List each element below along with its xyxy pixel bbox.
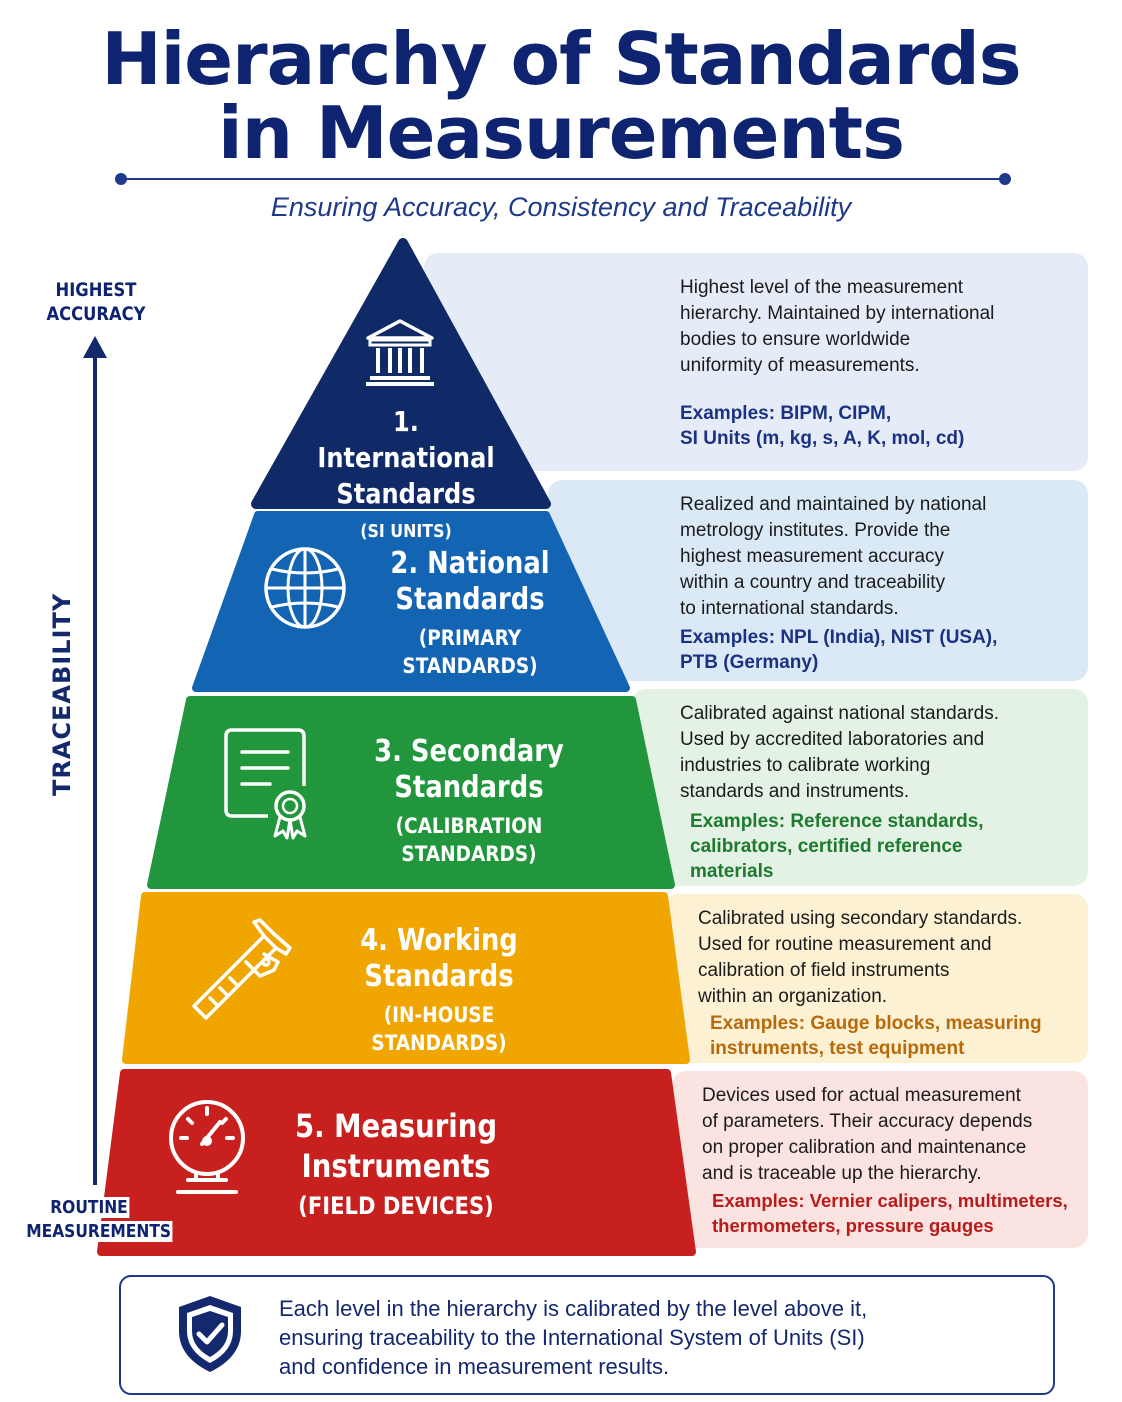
tier-1-example-line: Examples: BIPM, CIPM,: [680, 403, 892, 424]
tier-5-desc-line: on proper calibration and maintenance: [702, 1137, 1027, 1158]
tier-3-example-line: Examples: Reference standards,: [690, 811, 984, 832]
tier-2-desc-line: highest measurement accuracy: [680, 546, 945, 567]
panel-working: [664, 894, 1088, 1063]
tier-4-sub: (IN-HOUSE STANDARDS): [371, 1003, 507, 1055]
tier-2-name-line-1: 2. National: [390, 546, 550, 581]
tier-4-desc-line: within an organization.: [698, 986, 888, 1007]
gauge-icon: [169, 1100, 245, 1194]
tier-3-desc-line: industries to calibrate working: [680, 755, 931, 776]
panel-secondary: [632, 689, 1088, 886]
tier-5-shape: [97, 1069, 696, 1256]
tier-1-name-line-2: Standards: [336, 477, 476, 510]
panel-instruments: [672, 1071, 1088, 1248]
page-title: Hierarchy of Standards in Measurements: [0, 22, 1122, 170]
tier-4-desc-line: calibration of field instruments: [698, 960, 950, 981]
tier-4-example-line: Examples: Gauge blocks, measuring: [710, 1013, 1042, 1034]
tier-4-name-line-2: Standards: [364, 959, 514, 994]
tier-1-desc-line: bodies to ensure worldwide: [680, 329, 911, 350]
tier-3-name-line-1: 3. Secondary: [374, 734, 564, 769]
tier-1-desc-line: Highest level of the measurement: [680, 277, 964, 298]
tier-5-desc-line: Devices used for actual measurement: [702, 1085, 1021, 1106]
tier-1-desc-line: hierarchy. Maintained by international: [680, 303, 995, 324]
axis-top-label-line-2: ACCURACY: [46, 303, 146, 325]
tier-4-examples: Examples: Gauge blocks, measuring instru…: [710, 1011, 1042, 1061]
tier-2-example-line: PTB (Germany): [680, 652, 819, 673]
tier-1-sub: (SI UNITS): [360, 521, 452, 542]
tier-4-name-line-1: 4. Working: [360, 923, 518, 958]
divider-dot-right: [999, 173, 1011, 185]
tier-3-description: Calibrated against national standards. U…: [680, 701, 999, 805]
tier-1-shape: [251, 238, 551, 509]
tier-5-description: Devices used for actual measurement of p…: [702, 1083, 1032, 1187]
title-divider: [121, 178, 1005, 180]
axis-top-label-line-1: HIGHEST: [55, 279, 137, 301]
tier-1-example-line: SI Units (m, kg, s, A, K, mol, cd): [680, 428, 965, 449]
panel-international: [424, 253, 1088, 471]
tier-5-example-line: thermometers, pressure gauges: [712, 1215, 994, 1236]
tier-5-name-line-2: Instruments: [301, 1147, 491, 1185]
footer-line: and confidence in measurement results.: [279, 1354, 670, 1379]
tier-3-name-line-2: Standards: [394, 770, 544, 805]
tier-2-desc-line: to international standards.: [680, 598, 899, 619]
footer-line: ensuring traceability to the Internation…: [279, 1325, 865, 1350]
tier-5-sub: (FIELD DEVICES): [298, 1192, 494, 1220]
tier-3-sub: (CALIBRATION STANDARDS): [395, 814, 543, 866]
footer-note: Each level in the hierarchy is calibrate…: [119, 1275, 1055, 1395]
tier-1-desc-line: uniformity of measurements.: [680, 355, 920, 376]
tier-3-desc-line: standards and instruments.: [680, 781, 910, 802]
certificate-icon: [224, 728, 307, 840]
tier-5-examples: Examples: Vernier calipers, multimeters,…: [712, 1188, 1068, 1238]
title-line-2: in Measurements: [218, 91, 905, 175]
tier-2-description: Realized and maintained by national metr…: [680, 492, 986, 622]
axis-top-label: HIGHEST ACCURACY: [44, 278, 147, 326]
institution-icon: [366, 319, 434, 386]
globe-icon: [264, 547, 346, 629]
caliper-icon: [192, 918, 292, 1020]
shield-check-icon: [179, 1296, 241, 1372]
axis-bottom-label-line-1: ROUTINE: [48, 1197, 130, 1218]
tier-1-label: 1. International Standards (SI UNITS): [286, 404, 526, 546]
tier-1-examples: Examples: BIPM, CIPM, SI Units (m, kg, s…: [680, 401, 964, 451]
tier-2-desc-line: within a country and traceability: [680, 572, 946, 593]
tier-4-example-line: instruments, test equipment: [710, 1038, 965, 1059]
tier-2-name-line-2: Standards: [395, 582, 545, 617]
axis-bottom-label-line-2: MEASUREMENTS: [24, 1221, 173, 1242]
tier-4-label: 4. Working Standards (IN-HOUSE STANDARDS…: [306, 923, 572, 1057]
footer-text: Each level in the hierarchy is calibrate…: [279, 1294, 1039, 1381]
tier-2-sub: (PRIMARY STANDARDS): [402, 626, 538, 678]
tier-2-examples: Examples: NPL (India), NIST (USA), PTB (…: [680, 625, 997, 675]
axis-bottom-label: ROUTINE MEASUREMENTS: [24, 1196, 173, 1244]
title-line-1: Hierarchy of Standards: [101, 17, 1021, 101]
tier-1-name-line-1: 1. International: [317, 405, 495, 474]
tier-1-description: Highest level of the measurement hierarc…: [680, 275, 994, 379]
tier-2-desc-line: metrology institutes. Provide the: [680, 520, 951, 541]
tier-2-example-line: Examples: NPL (India), NIST (USA),: [680, 627, 998, 648]
tier-4-desc-line: Used for routine measurement and: [698, 934, 992, 955]
tier-4-desc-line: Calibrated using secondary standards.: [698, 908, 1023, 929]
tier-3-example-line: calibrators, certified reference: [690, 836, 963, 857]
axis-line: [93, 352, 97, 1185]
footer-line: Each level in the hierarchy is calibrate…: [279, 1296, 868, 1321]
tier-3-label: 3. Secondary Standards (CALIBRATION STAN…: [316, 734, 622, 868]
tier-3-example-line: materials: [690, 861, 774, 882]
tier-3-desc-line: Used by accredited laboratories and: [680, 729, 985, 750]
tier-3-desc-line: Calibrated against national standards.: [680, 703, 999, 724]
divider-dot-left: [115, 173, 127, 185]
tier-5-name-line-1: 5. Measuring: [294, 1107, 498, 1145]
tier-4-description: Calibrated using secondary standards. Us…: [698, 906, 1022, 1010]
tier-2-label: 2. National Standards (PRIMARY STANDARDS…: [340, 546, 600, 680]
tier-5-example-line: Examples: Vernier calipers, multimeters,: [712, 1190, 1068, 1211]
tier-3-examples: Examples: Reference standards, calibrato…: [690, 809, 984, 884]
tier-5-label: 5. Measuring Instruments (FIELD DEVICES): [274, 1106, 518, 1220]
axis-arrowhead: [83, 336, 107, 358]
panel-national: [548, 480, 1088, 681]
tier-5-desc-line: and is traceable up the hierarchy.: [702, 1163, 982, 1184]
tier-2-desc-line: Realized and maintained by national: [680, 494, 987, 515]
tier-3-shape: [147, 696, 675, 889]
tier-5-desc-line: of parameters. Their accuracy depends: [702, 1111, 1033, 1132]
subtitle: Ensuring Accuracy, Consistency and Trace…: [270, 192, 852, 222]
